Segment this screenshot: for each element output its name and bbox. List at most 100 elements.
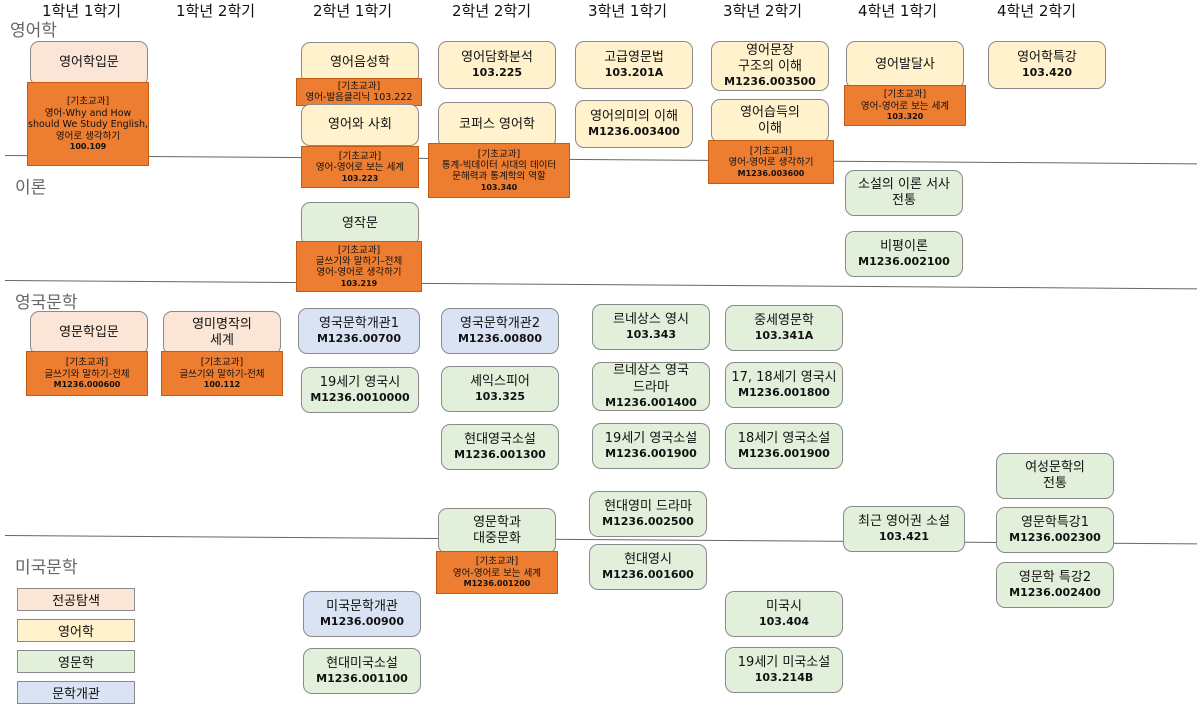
- course-title: 르네상스 영국 드라마: [613, 363, 689, 395]
- course-code: M1236.001800: [738, 386, 830, 400]
- course-title: 영어학입문: [59, 55, 119, 71]
- course-title: 영국문학개관1: [318, 316, 400, 331]
- course-title: 현대영미 드라마: [604, 499, 692, 514]
- course-title: 영국문학개관2: [459, 316, 541, 331]
- legend-item-survey: 문학개관: [17, 681, 135, 704]
- course-card[interactable]: 영미명작의 세계: [163, 311, 281, 355]
- legend-item-exploration: 전공탐색: [17, 588, 135, 611]
- course-card[interactable]: 영작문: [301, 202, 419, 246]
- basic-course-code: M1236.001200: [463, 579, 531, 589]
- course-code: 103.325: [474, 390, 526, 404]
- basic-course-tag: [기초교과] 영어-Why and How should We Study En…: [27, 82, 149, 166]
- course-code: 103.404: [758, 615, 810, 629]
- course-title: 미국시: [766, 599, 802, 614]
- course-card[interactable]: 영어학입문: [30, 41, 148, 86]
- course-title: 코퍼스 영어학: [459, 116, 535, 132]
- course-code: 103.421: [878, 530, 930, 544]
- course-code: M1236.001600: [602, 568, 694, 582]
- course-title: 영작문: [342, 215, 378, 231]
- course-title: 셰익스피어: [470, 374, 530, 389]
- divider-line: [4, 155, 1197, 165]
- course-code: M1236.001900: [605, 447, 697, 461]
- course-title: 영어와 사회: [328, 116, 392, 132]
- course-code: M1236.001300: [454, 448, 546, 462]
- course-code: 103.214B: [754, 671, 814, 685]
- course-title: 최근 영어권 소설: [858, 514, 950, 529]
- course-code: M1236.001400: [605, 395, 697, 409]
- course-title: 영미명작의 세계: [192, 316, 252, 348]
- course-title: 여성문학의 전통: [1025, 459, 1085, 491]
- course-code: M1236.00800: [457, 332, 542, 346]
- course-card[interactable]: 영어와 사회: [301, 104, 419, 146]
- course-title: 19세기 영국시: [319, 375, 401, 390]
- course-code: 103.341A: [754, 329, 814, 343]
- semester-header-6: 3학년 2학기: [723, 2, 803, 20]
- course-card[interactable]: 영문학입문: [30, 311, 148, 355]
- category-english-linguistics: 영어학: [10, 21, 57, 41]
- course-card[interactable]: 영문학과 대중문화: [438, 508, 556, 554]
- basic-course-code: 103.223: [341, 173, 379, 183]
- course-title: 현대미국소설: [326, 656, 398, 671]
- course-card[interactable]: 소설의 이론 서사 전통: [845, 170, 963, 216]
- basic-course-label: [기초교과] 영어-발음클리닉 103.222: [305, 80, 413, 103]
- course-code: 103.420: [1021, 66, 1073, 80]
- course-code: M1236.001100: [316, 672, 408, 686]
- course-code: 103.225: [471, 66, 523, 80]
- basic-course-code: 100.112: [203, 380, 241, 390]
- course-title: 영문학과 대중문화: [473, 514, 521, 546]
- legend-item-linguistics: 영어학: [17, 619, 135, 642]
- basic-course-label: [기초교과] 영어-영어로 보는 세계: [860, 89, 950, 112]
- basic-course-code: 103.219: [340, 278, 378, 288]
- semester-header-1: 1학년 1학기: [42, 2, 122, 20]
- basic-course-label: [기초교과] 글쓰기와 말하기–전체 영어-영어로 생각하기: [315, 244, 403, 279]
- basic-course-code: M1236.000600: [53, 380, 121, 390]
- course-code: M1236.002500: [602, 515, 694, 529]
- course-code: M1236.0010000: [310, 391, 410, 405]
- course-title: 영어학특강: [1017, 50, 1077, 65]
- course-title: 현대영국소설: [464, 432, 536, 447]
- course-title: 고급영문법: [604, 50, 664, 65]
- course-card[interactable]: 영어습득의 이해: [711, 99, 829, 143]
- course-card[interactable]: 영어발달사: [846, 41, 964, 89]
- course-code: M1236.002100: [858, 255, 950, 269]
- course-code: M1236.00900: [319, 615, 404, 629]
- course-card[interactable]: 여성문학의 전통: [996, 453, 1114, 499]
- course-title: 영어담화분석: [461, 50, 533, 65]
- course-title: 18세기 영국소설: [737, 431, 831, 446]
- basic-course-code: 103.340: [480, 182, 518, 192]
- course-card[interactable]: 코퍼스 영어학: [438, 102, 556, 148]
